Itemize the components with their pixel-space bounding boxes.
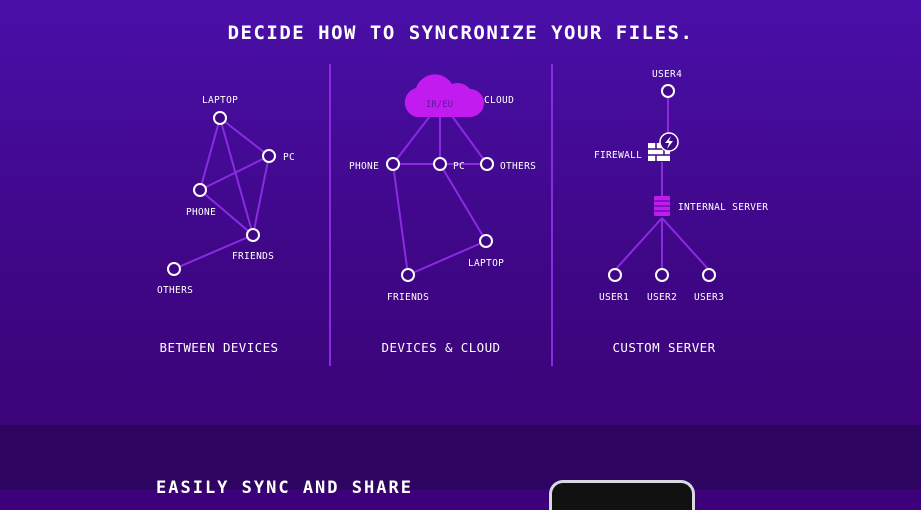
footer-section (0, 425, 921, 489)
node-pc (433, 157, 447, 171)
label-user2: USER2 (647, 292, 677, 303)
node-others (167, 262, 181, 276)
label-cloud: CLOUD (484, 95, 514, 106)
edge-friends-others (173, 234, 254, 270)
edge-phone-pc (199, 155, 270, 191)
label-laptop: LAPTOP (202, 95, 238, 106)
edge-server-user3 (661, 217, 710, 271)
label-user1: USER1 (599, 292, 629, 303)
p3-edges (614, 97, 710, 271)
label-pc: PC (283, 152, 295, 163)
sync-diagrams: LAPTOP PC PHONE FRIENDS OTHERS IR/EU CLO (157, 69, 768, 303)
cloud-icon (404, 74, 484, 117)
p2-nodes (386, 157, 494, 282)
node-laptop (479, 234, 493, 248)
p3-nodes (608, 84, 716, 282)
node-friends (246, 228, 260, 242)
edge-cloud-phone (392, 115, 431, 165)
node-user4 (661, 84, 675, 98)
panel-custom-server: USER4 FIREWALL INTERNAL SERVER USER1 USE… (594, 69, 768, 303)
node-user1 (608, 268, 622, 282)
panel-devices-cloud: IR/EU CLOUD PHONE PC OTHERS LAPTOP FRIEN… (349, 74, 536, 303)
p2-edges (392, 115, 488, 276)
p1-edges (173, 117, 270, 270)
cloud-region-label: IR/EU (426, 100, 453, 110)
divider-right (551, 64, 553, 366)
caption-custom-server: CUSTOM SERVER (612, 340, 716, 355)
diagram-section (0, 0, 921, 425)
phone-mockup (549, 480, 695, 510)
node-pc (262, 149, 276, 163)
server-icon (654, 196, 670, 216)
page-title: DECIDE HOW TO SYNCRONIZE YOUR FILES. (227, 22, 694, 44)
label-phone: PHONE (186, 207, 216, 218)
caption-between-devices: BETWEEN DEVICES (159, 340, 279, 355)
edge-laptop-phone (199, 117, 221, 191)
edge-laptop-friends (219, 117, 254, 236)
footer-heading: EASILY SYNC AND SHARE (156, 478, 413, 498)
edge-laptop-pc (219, 117, 270, 157)
edge-laptop-friends (407, 240, 487, 276)
edge-server-user1 (614, 217, 663, 271)
label-others: OTHERS (500, 161, 536, 172)
panel-between-devices: LAPTOP PC PHONE FRIENDS OTHERS (157, 95, 295, 296)
label-others: OTHERS (157, 285, 193, 296)
label-internal-server: INTERNAL SERVER (678, 202, 768, 213)
label-phone: PHONE (349, 161, 379, 172)
label-pc: PC (453, 161, 465, 172)
edge-phone-friends (392, 163, 409, 276)
edge-pc-friends (252, 155, 270, 236)
edge-phone-friends (199, 189, 254, 236)
label-laptop: LAPTOP (468, 258, 504, 269)
label-friends: FRIENDS (387, 292, 429, 303)
node-user2 (655, 268, 669, 282)
label-user3: USER3 (694, 292, 724, 303)
caption-devices-cloud: DEVICES & CLOUD (381, 340, 501, 355)
firewall-icon (648, 132, 679, 161)
label-user4: USER4 (652, 69, 682, 80)
label-firewall: FIREWALL (594, 150, 642, 161)
edge-pc-laptop (439, 163, 487, 242)
node-others (480, 157, 494, 171)
edge-cloud-others (451, 115, 488, 165)
divider-left (329, 64, 331, 366)
node-laptop (213, 111, 227, 125)
node-phone (193, 183, 207, 197)
node-user3 (702, 268, 716, 282)
node-friends (401, 268, 415, 282)
node-phone (386, 157, 400, 171)
label-friends: FRIENDS (232, 251, 274, 262)
p1-nodes (167, 111, 276, 276)
